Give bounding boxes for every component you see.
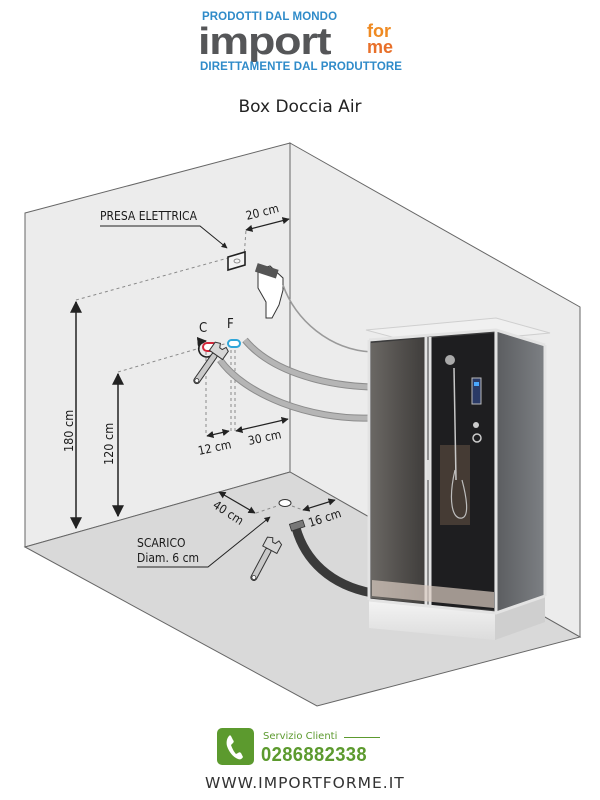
water-hoses (217, 337, 371, 422)
shower-cabin (365, 317, 551, 640)
dim-taps-from-corner: 30 cm (247, 427, 283, 448)
wrench-icon (193, 341, 229, 385)
label-drain: SCARICO (137, 536, 186, 550)
logo-tagline-top: PRODOTTI DAL MONDO (202, 11, 338, 23)
page-title: Box Doccia Air (238, 97, 362, 117)
dim-180: 180 cm (61, 300, 82, 530)
phone-icon (217, 728, 254, 765)
label-hot: C (199, 321, 207, 336)
brand-logo: PRODOTTI DAL MONDO import for me DIRETTA… (198, 8, 403, 74)
dim-socket-height: 180 cm (61, 410, 76, 452)
label-drain-diameter: Diam. 6 cm (137, 551, 199, 565)
dim-taps-height: 120 cm (101, 423, 116, 465)
drain-hose (291, 526, 373, 598)
service-divider (344, 737, 380, 738)
dim-taps-spacing: 12 cm (197, 437, 233, 458)
logo-tagline-bottom: DIRETTAMENTE DAL PRODUTTORE (200, 61, 403, 73)
drain-hole-icon (278, 499, 292, 507)
cold-valve-icon (227, 339, 241, 348)
hand-plug-icon (254, 263, 284, 319)
logo-brand-for: for (367, 21, 391, 41)
electric-socket (227, 250, 246, 272)
power-cable (282, 284, 373, 353)
label-socket: PRESA ELETTRICA (100, 209, 198, 223)
logo-brand-me: me (367, 37, 394, 57)
website-link[interactable]: WWW.IMPORTFORME.IT (205, 774, 405, 792)
control-panel-icon (471, 377, 482, 405)
dim-120: 120 cm (101, 372, 124, 518)
service-label: Servizio Clienti (263, 731, 338, 742)
label-cold: F (227, 317, 234, 332)
logo-brand-main: import (198, 21, 332, 63)
floor (23, 471, 582, 707)
phone-number[interactable]: 0286882338 (261, 744, 368, 766)
drain-wrench-icon (250, 536, 283, 581)
